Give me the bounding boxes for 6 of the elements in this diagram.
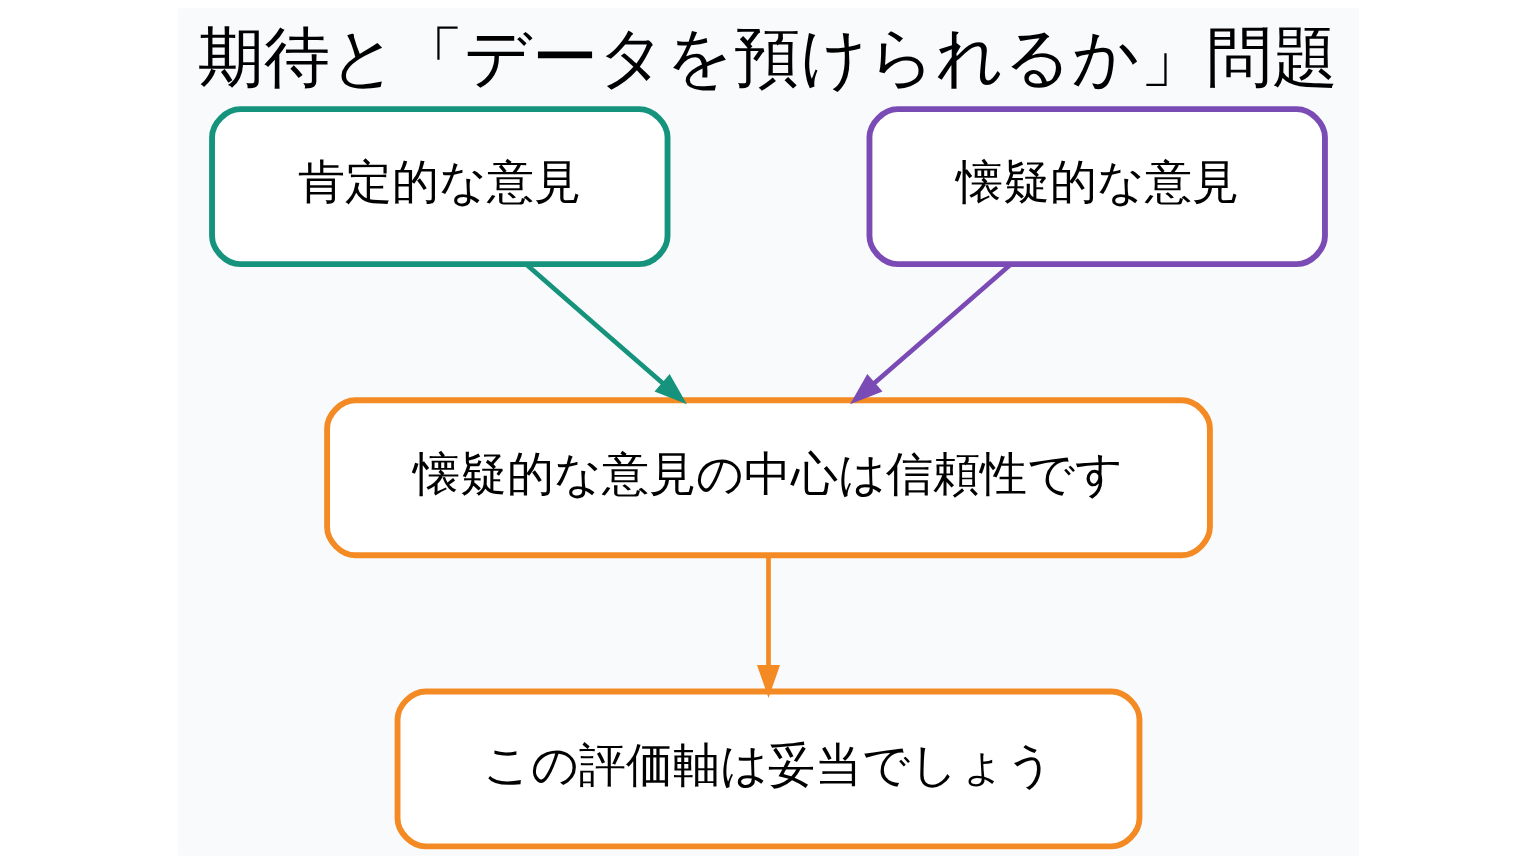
- node-box: 懐疑的な意見の中心は信頼性です: [323, 397, 1213, 559]
- node-box: 肯定的な意見: [208, 106, 670, 268]
- node-box: この評価軸は妥当でしょう: [394, 688, 1142, 850]
- node-box: 懐疑的な意見: [866, 106, 1328, 268]
- diagram-title: 期待と「データを預けられるか」問題: [198, 18, 1338, 96]
- arrow: [756, 555, 780, 698]
